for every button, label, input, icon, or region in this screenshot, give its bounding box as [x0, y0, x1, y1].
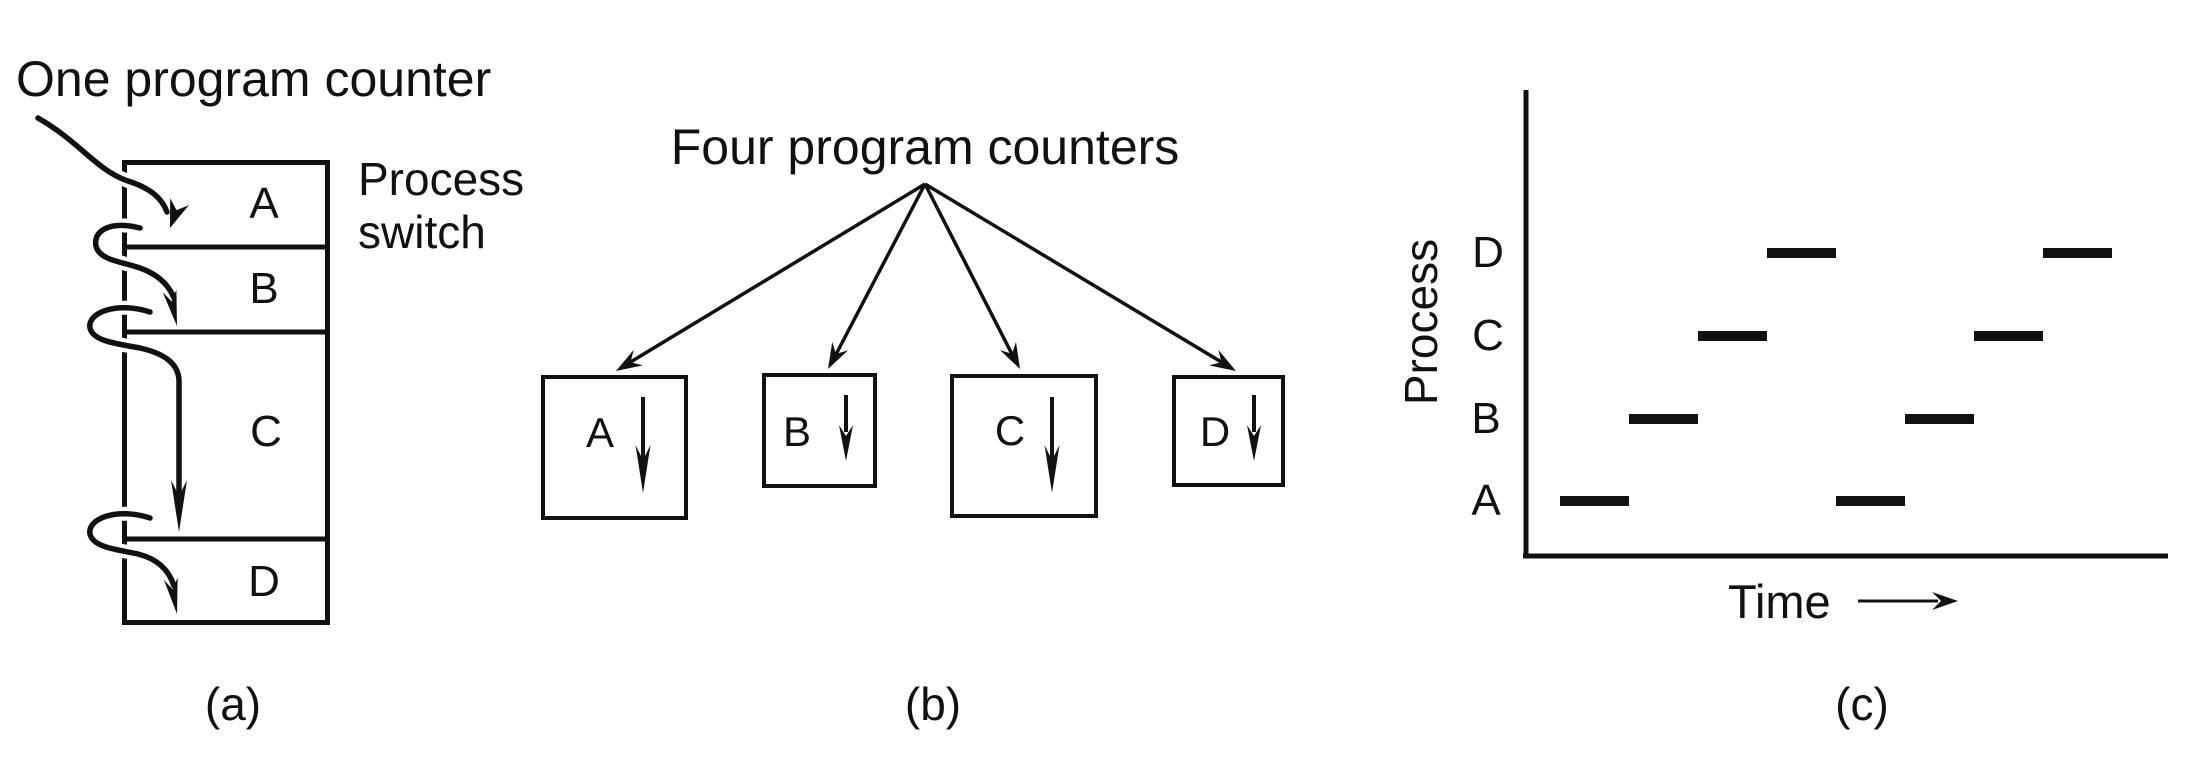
row-label-b: B — [1471, 394, 1501, 443]
pc-arrow-d-head-icon — [1247, 425, 1261, 461]
box-label-b: B — [782, 408, 812, 455]
switch-curve-a-to-b — [92, 222, 177, 301]
process-switch-line1: Process — [358, 153, 525, 205]
box-label-d: D — [1199, 408, 1231, 455]
timeline-bar-a — [1560, 496, 1629, 506]
timeline-bar-d — [2043, 248, 2112, 258]
row-label-c: C — [1472, 311, 1504, 360]
fan-arrowhead-d-icon — [1209, 349, 1236, 371]
time-arrow — [1858, 592, 1958, 610]
panel-c-axes — [1523, 90, 2168, 559]
timeline-bars — [1560, 248, 2112, 506]
process-box-a — [541, 375, 688, 520]
time-arrowhead-icon — [1932, 592, 1958, 610]
section-label-a: A — [249, 179, 279, 228]
timeline-bar-b — [1629, 414, 1698, 424]
halo-switch-2 — [82, 300, 186, 507]
pc-arrow-a-head-icon — [635, 445, 651, 493]
section-label-c: C — [250, 407, 282, 456]
panel-a-squiggle-arrows — [35, 115, 182, 589]
process-switch-line2: switch — [358, 206, 486, 258]
row-label-a: A — [1471, 476, 1501, 525]
one-pc-arrowhead-icon — [170, 198, 189, 228]
halo-switch-1 — [88, 218, 181, 305]
four-program-counters-label: Four program counters — [670, 119, 1180, 175]
panel-b-fan-arrows — [623, 182, 1229, 368]
fan-arrowhead-a-icon — [616, 349, 643, 371]
timeline-bar-c — [1974, 331, 2043, 341]
process-box-b — [762, 373, 877, 488]
fan-arrowhead-b-icon — [828, 341, 849, 369]
arrowhead-into-d-icon — [163, 577, 178, 614]
panel-a-memory-box — [122, 160, 330, 625]
timeline-bar-a — [1836, 496, 1905, 506]
one-pc-pointer-curve — [35, 115, 170, 215]
pc-arrow-c-head-icon — [1044, 445, 1060, 493]
fan-line-b — [830, 183, 927, 363]
panel-a-arrowheads — [162, 198, 189, 614]
panel-b-fan-arrowheads — [616, 341, 1236, 371]
box-label-c: C — [994, 407, 1026, 454]
process-box-c — [950, 374, 1098, 518]
box-label-a: A — [585, 409, 615, 456]
section-label-d: D — [248, 557, 280, 606]
row-label-d: D — [1472, 228, 1504, 277]
arrowhead-into-b-icon — [162, 289, 177, 326]
panel-a-dividers — [124, 244, 328, 542]
caption-b: (b) — [904, 678, 962, 730]
section-label-b: B — [249, 264, 279, 313]
switch-curve-c-to-d — [87, 511, 177, 589]
x-axis-title: Time — [1728, 575, 1831, 628]
timeline-bar-d — [1767, 248, 1836, 258]
fan-arrowhead-c-icon — [1000, 341, 1020, 369]
fan-line-d — [924, 182, 1229, 368]
fan-line-a — [623, 182, 926, 368]
timeline-bar-b — [1905, 414, 1974, 424]
caption-c: (c) — [1835, 678, 1889, 730]
pc-arrow-b-head-icon — [839, 425, 853, 461]
y-axis-title: Process — [1395, 238, 1447, 406]
panel-b-pc-arrows — [635, 395, 1261, 493]
fan-line-c — [923, 183, 1018, 363]
halo-switch-3 — [82, 506, 181, 593]
caption-a: (a) — [204, 678, 262, 730]
process-box-d — [1172, 375, 1285, 487]
one-program-counter-label: One program counter — [16, 51, 492, 107]
arrowhead-into-c-icon — [171, 480, 187, 532]
switch-curve-b-to-c — [87, 305, 182, 503]
timeline-bar-c — [1698, 331, 1767, 341]
